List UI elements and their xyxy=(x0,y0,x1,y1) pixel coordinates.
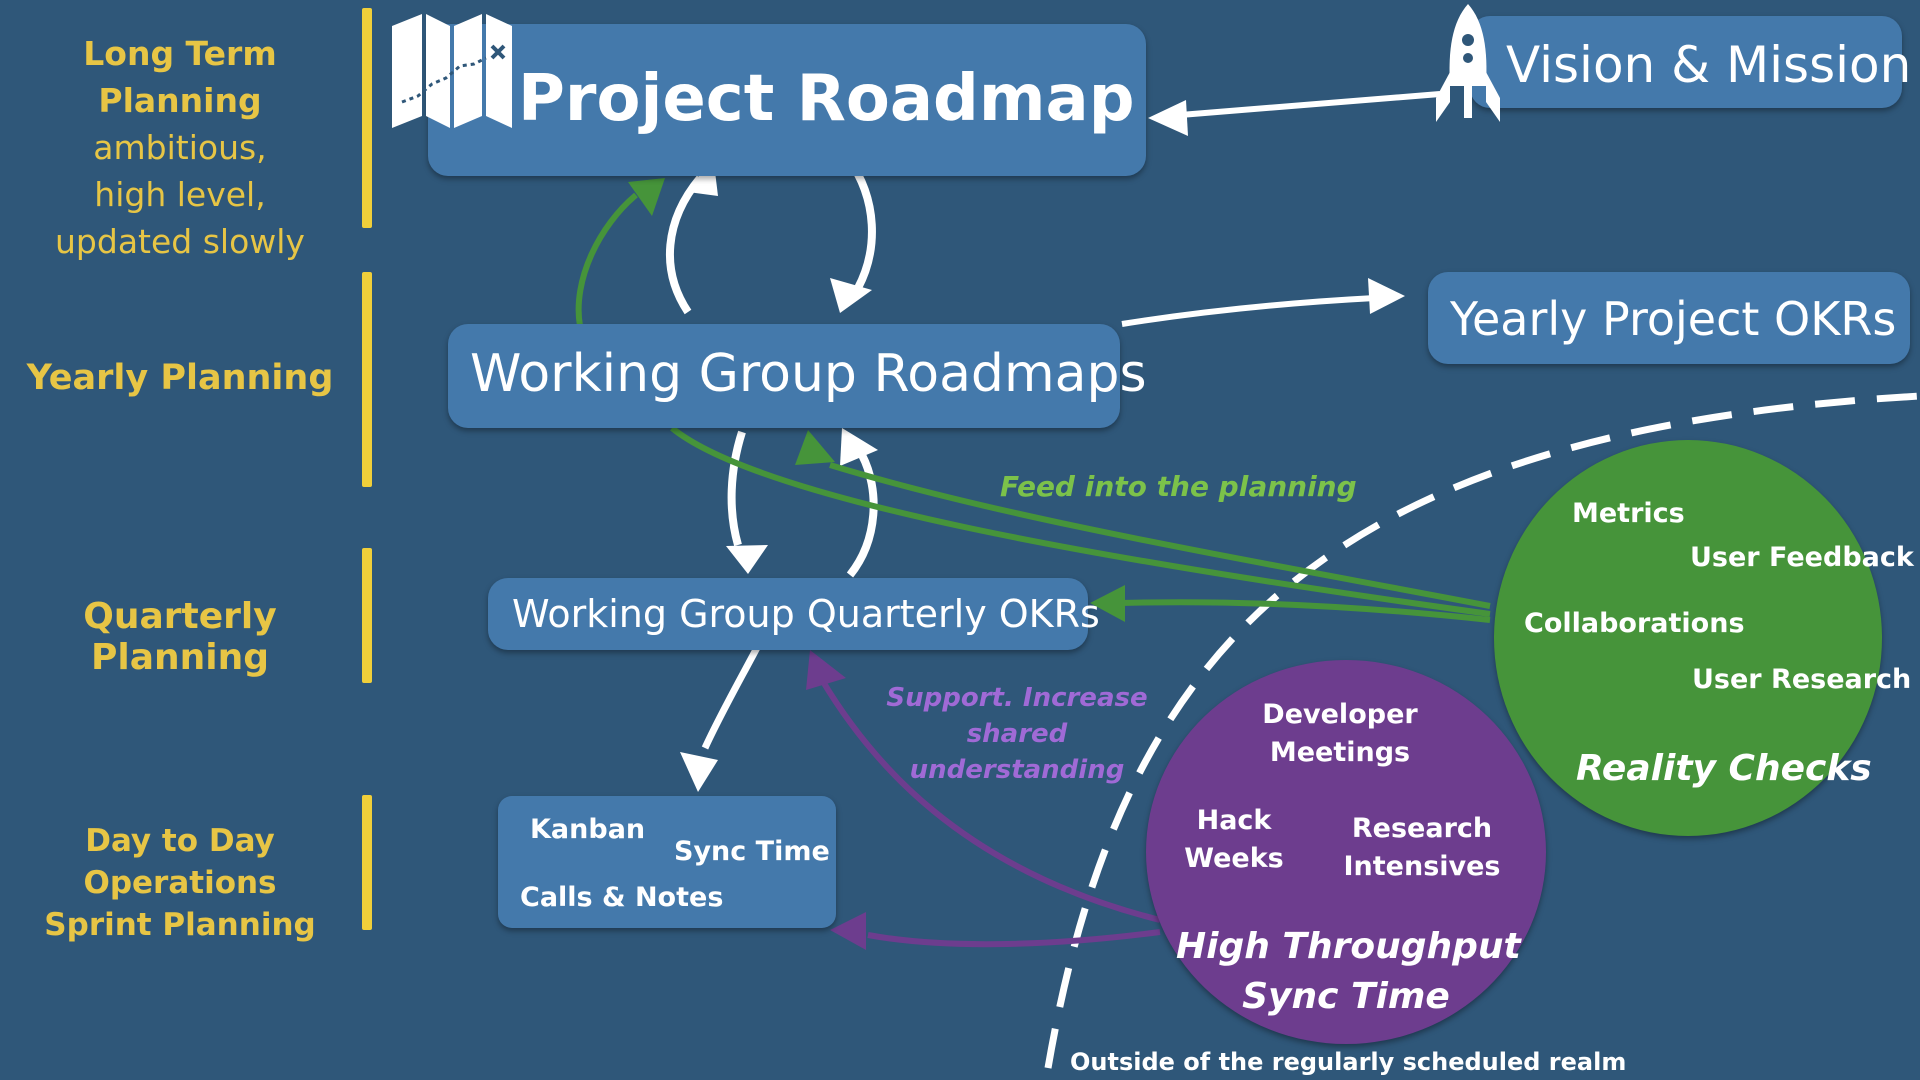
level-long-term: Long Term Planning ambitious, high level… xyxy=(8,30,352,265)
arrow-purple-to-quarterly xyxy=(819,678,1161,923)
arrowhead xyxy=(680,752,718,792)
reality-checks-title: Reality Checks xyxy=(1576,748,1872,789)
vision-mission-box[interactable]: Vision & Mission xyxy=(1470,16,1911,108)
level-title-day-to-day: Day to Day Operations xyxy=(83,823,277,901)
support-annotation: Support. Increase shared understanding xyxy=(872,680,1162,788)
wg-roadmaps-box[interactable]: Working Group Roadmaps xyxy=(448,324,1147,428)
arrowhead xyxy=(830,912,866,950)
ht-hack-weeks: Hack Weeks xyxy=(1174,802,1294,878)
ht-title: High Throughput Sync Time xyxy=(1176,922,1521,1022)
ht-line: Meetings xyxy=(1269,737,1411,768)
wg-roadmaps-title: Working Group Roadmaps xyxy=(470,344,1147,404)
feed-annotation: Feed into the planning xyxy=(1000,470,1357,503)
level-desc-line: updated slowly xyxy=(55,222,305,261)
wg-quarterly-okrs-box[interactable]: Working Group Quarterly OKRs xyxy=(488,578,1100,650)
arrowhead xyxy=(795,430,835,465)
arrow-wg-to-roadmap xyxy=(666,175,704,315)
yearly-okrs-box[interactable]: Yearly Project OKRs xyxy=(1428,272,1910,364)
high-throughput-circle[interactable]: Developer Meetings Hack Weeks Research I… xyxy=(1146,660,1546,1044)
level-title-quarterly: Quarterly Planning xyxy=(83,596,277,678)
arrowhead xyxy=(1368,278,1405,314)
arrow-purple-to-ops xyxy=(867,929,1161,948)
level-desc-line: high level, xyxy=(94,175,266,214)
level-title-long-term: Long Term Planning xyxy=(83,34,277,120)
outside-realm-label: Outside of the regularly scheduled realm xyxy=(1070,1048,1627,1076)
arrow-green-to-wg-roadmaps xyxy=(829,462,1491,609)
ht-developer-meetings: Developer Meetings xyxy=(1246,696,1434,772)
reality-item-metrics: Metrics xyxy=(1572,498,1685,529)
ht-research-intensives: Research Intensives xyxy=(1342,810,1502,886)
map-icon xyxy=(392,14,512,128)
ht-line: Weeks xyxy=(1184,843,1284,874)
arrow-quarterly-to-ops xyxy=(701,640,764,750)
ht-title-line: High Throughput xyxy=(1176,926,1521,967)
ops-kanban: Kanban xyxy=(530,814,646,845)
support-line: shared understanding xyxy=(909,719,1125,785)
arrow-quarterly-to-wg xyxy=(846,453,878,578)
arrowhead xyxy=(830,278,872,313)
level-bar-day-to-day xyxy=(362,795,372,930)
project-roadmap-box[interactable]: Project Roadmap xyxy=(428,24,1146,176)
arrow-green-to-quarterly xyxy=(1119,599,1491,623)
arrowhead xyxy=(726,545,768,574)
level-title-yearly: Yearly Planning xyxy=(26,358,334,398)
reality-item-user-feedback: User Feedback xyxy=(1690,542,1914,573)
reality-item-collaborations: Collaborations xyxy=(1524,608,1745,639)
reality-item-user-research: User Research xyxy=(1692,664,1912,695)
vision-mission-title: Vision & Mission xyxy=(1506,36,1912,94)
arrow-green-to-roadmap xyxy=(575,192,638,327)
arrow-wg-to-yearly-okrs xyxy=(1121,295,1376,327)
ops-calls-notes: Calls & Notes xyxy=(520,882,724,913)
ht-title-line: Sync Time xyxy=(1242,976,1450,1017)
level-desc-line: ambitious, xyxy=(93,128,267,167)
level-day-to-day: Day to Day Operations Sprint Planning xyxy=(4,820,356,946)
level-bar-quarterly xyxy=(362,548,372,683)
level-bar-yearly xyxy=(362,272,372,487)
arrow-wg-to-quarterly xyxy=(727,430,746,547)
level-bar-long-term xyxy=(362,8,372,228)
ht-line: Developer xyxy=(1262,699,1418,730)
arrowhead xyxy=(1090,585,1125,622)
ht-line: Intensives xyxy=(1343,851,1501,882)
arrow-green-from-wg-roadmaps xyxy=(670,425,1491,617)
ops-sync-time: Sync Time xyxy=(674,836,830,867)
support-line: Support. Increase xyxy=(886,683,1148,713)
reality-checks-circle[interactable]: Metrics User Feedback Collaborations Use… xyxy=(1494,440,1914,836)
arrowhead xyxy=(840,428,878,466)
arrow-roadmap-to-wg xyxy=(844,155,876,290)
level-title-sprint: Sprint Planning xyxy=(44,907,316,943)
arrow-vision-to-roadmap xyxy=(1167,91,1441,119)
project-roadmap-title: Project Roadmap xyxy=(518,62,1135,136)
wg-quarterly-okrs-title: Working Group Quarterly OKRs xyxy=(512,592,1100,636)
ops-box[interactable]: Kanban Sync Time Calls & Notes xyxy=(498,796,836,928)
ht-line: Hack xyxy=(1196,805,1272,836)
rocket-icon xyxy=(1436,4,1500,122)
arrowhead xyxy=(1148,100,1188,136)
yearly-okrs-title: Yearly Project OKRs xyxy=(1450,292,1897,346)
arrowhead xyxy=(628,178,665,216)
ht-line: Research xyxy=(1351,813,1493,844)
arrowhead xyxy=(806,650,846,690)
